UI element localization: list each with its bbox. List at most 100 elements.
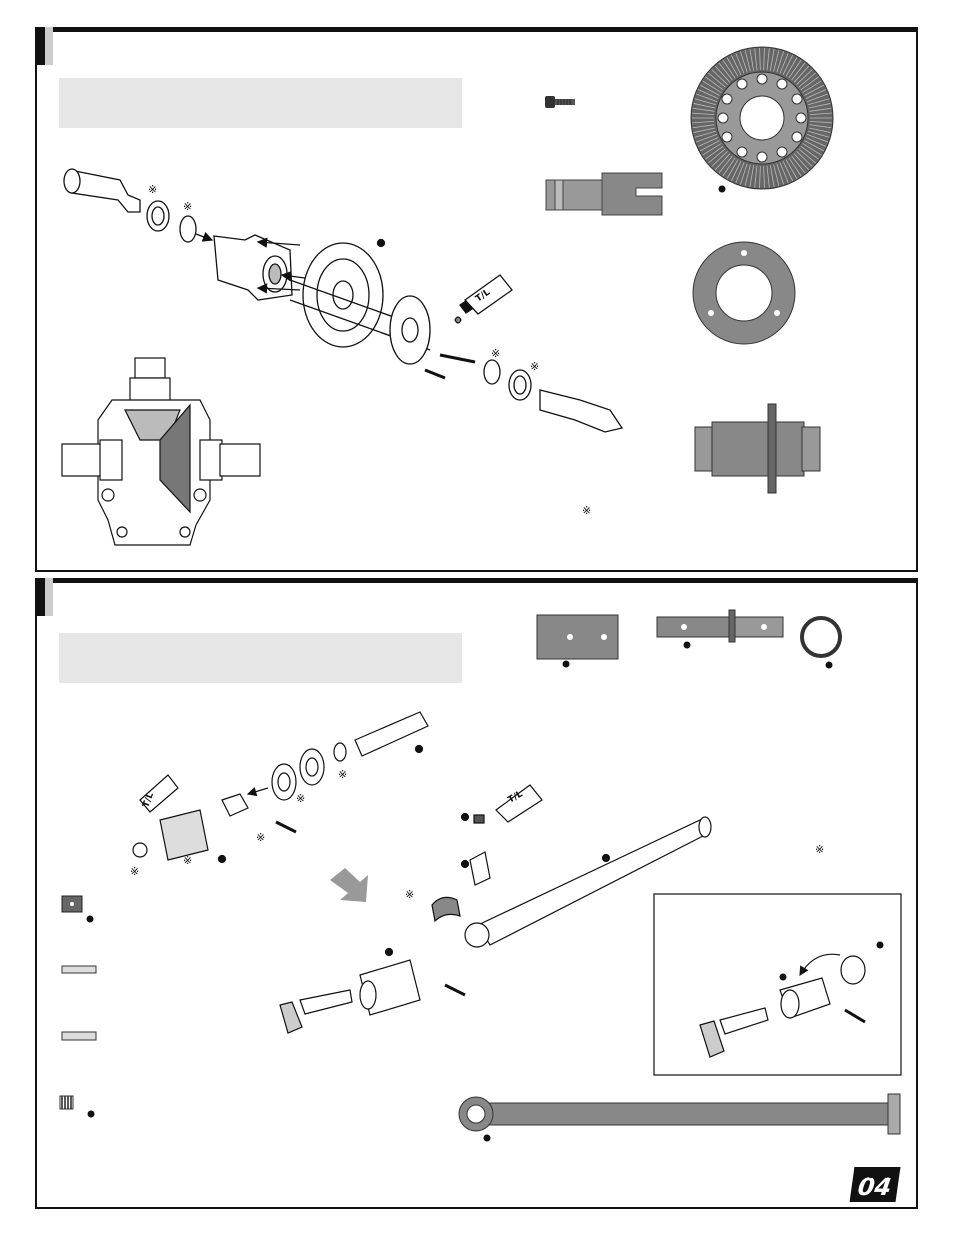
gear-tooth <box>769 165 775 188</box>
step-tab <box>35 578 53 616</box>
gear-tooth <box>802 80 822 93</box>
gear-tooth <box>763 48 765 71</box>
gear-tooth <box>708 72 726 88</box>
gear-tooth <box>693 127 716 133</box>
ring-icon <box>800 616 842 669</box>
svg-text:※: ※ <box>815 843 824 856</box>
gear-tooth <box>791 155 806 174</box>
gear-tooth <box>759 165 761 188</box>
gear-tooth <box>808 103 831 109</box>
set-screw-icon <box>59 1095 74 1110</box>
diff-housing-cutaway <box>61 357 261 546</box>
step-tab <box>35 27 53 65</box>
gear-tooth <box>718 155 733 174</box>
svg-text:※: ※ <box>183 200 192 213</box>
gear-tooth <box>782 160 794 182</box>
direction-arrow-icon <box>330 868 368 902</box>
gear-tooth <box>702 80 722 93</box>
gear-tooth <box>793 153 810 171</box>
gear-tooth <box>759 48 761 71</box>
svg-text:※: ※ <box>491 347 500 360</box>
gear-tooth <box>722 59 736 79</box>
gear-tooth <box>700 84 720 96</box>
gear-tooth <box>744 164 751 187</box>
differential-exploded-view <box>63 168 624 433</box>
gear-tooth <box>796 69 813 85</box>
gear-tooth <box>809 112 832 116</box>
svg-text:※: ※ <box>183 854 192 867</box>
svg-text:※: ※ <box>256 831 265 844</box>
step-title-box <box>59 633 462 683</box>
svg-text:※: ※ <box>148 183 157 196</box>
pinion-exploded-view <box>132 711 429 864</box>
svg-text:※: ※ <box>296 792 305 805</box>
gear-tooth <box>754 48 758 71</box>
gear-tooth <box>692 120 715 124</box>
bevel-gear-icon <box>690 46 834 190</box>
gear-tooth <box>800 76 819 91</box>
gear-tooth <box>809 120 832 124</box>
gear-tooth <box>696 93 718 102</box>
gear-tooth <box>788 157 802 177</box>
gear-tooth <box>809 124 832 129</box>
gear-tooth <box>782 54 794 76</box>
gear-tooth <box>791 62 806 81</box>
gear-tooth <box>702 143 722 156</box>
shaft-icon <box>656 609 784 649</box>
gear-tooth <box>694 130 716 138</box>
gear-tooth <box>763 165 765 188</box>
tube-labels: T/L T/L T/L <box>141 287 524 809</box>
cup-joint-icon <box>545 172 726 216</box>
small-parts-legend <box>59 895 97 1118</box>
gear-tooth <box>739 51 748 73</box>
gear-tooth <box>802 143 822 156</box>
gear-tooth <box>793 65 810 83</box>
gear-tooth <box>705 145 724 160</box>
gear-tooth <box>735 52 745 74</box>
gear-tooth <box>726 57 739 77</box>
shaft-assembly-view <box>279 784 712 1034</box>
gear-tooth <box>692 112 715 116</box>
svg-text:※: ※ <box>530 360 539 373</box>
gear-tooth <box>754 165 758 188</box>
gear-tooth <box>714 153 731 171</box>
gear-tooth <box>718 62 733 81</box>
gear-tooth <box>773 164 780 187</box>
svg-text:※: ※ <box>338 768 347 781</box>
gear-tooth <box>692 124 715 129</box>
joint-icon <box>536 614 619 668</box>
gear-tooth <box>696 134 718 143</box>
gear-tooth <box>809 107 832 112</box>
gear-tooth <box>773 49 780 72</box>
grease-tube-icon <box>454 274 513 324</box>
gear-tooth <box>722 157 736 177</box>
gear-tooth <box>694 98 716 106</box>
gear-tooth <box>730 160 742 182</box>
gear-tooth <box>769 48 775 71</box>
gear-tooth <box>796 151 813 167</box>
gear-tooth <box>766 48 770 71</box>
svg-text:T/L: T/L <box>141 791 156 809</box>
gear-tooth <box>806 93 828 102</box>
gear-tooth <box>785 57 798 77</box>
reference-marks: ※ ※ ※ ※ ※ ※ ※ ※ ※ ※ ※ ※ <box>130 183 824 901</box>
gear-tooth <box>730 54 742 76</box>
gear-tooth <box>776 163 785 185</box>
gear-tooth <box>749 165 755 188</box>
gear-tooth <box>785 159 798 179</box>
gear-tooth <box>700 140 720 152</box>
gear-tooth <box>697 89 719 99</box>
gear-tooth <box>806 134 828 143</box>
gear-tooth <box>804 140 824 152</box>
gear-tooth <box>798 148 816 164</box>
gear-tooth <box>714 65 731 83</box>
gear-tooth <box>808 127 831 133</box>
screw-icon <box>545 96 575 108</box>
gear-tooth <box>779 162 789 184</box>
gear-tooth <box>808 98 830 106</box>
svg-text:※: ※ <box>405 888 414 901</box>
gear-tooth <box>779 52 789 74</box>
gear-tooth <box>697 137 719 147</box>
gear-tooth <box>708 148 726 164</box>
